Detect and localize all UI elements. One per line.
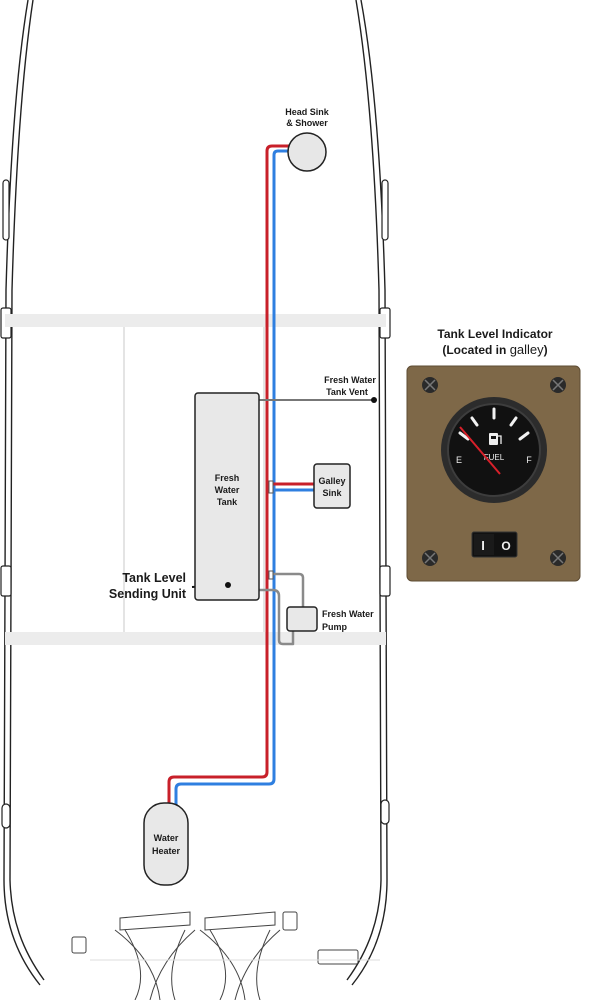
pump-label-2: Pump [322,622,348,632]
pump-label-1: Fresh Water [322,609,374,619]
gauge-ticks [458,407,530,441]
cold-water-line [174,149,292,806]
hot-water-line [167,144,292,806]
hull-stbd-inner [346,0,382,981]
indicator-title-line2: (Located in galley) [420,342,570,358]
boat-hull [3,0,388,986]
heater-label-2: Heater [152,846,181,856]
pump-supply-line [273,572,305,607]
indicator-title: Tank Level Indicator (Located in galley) [420,326,570,358]
hull-fittings [0,179,391,829]
fuel-pump-icon [489,433,502,445]
switch-on-label: I [481,538,485,553]
gauge-needle [459,426,501,475]
gauge-fuel-label: FUEL [484,453,505,462]
tank-fitting-pump [268,570,274,580]
hull-stbd-outer [351,0,388,986]
heater-label-1: Water [154,833,179,843]
tank-label-1: Fresh [215,473,240,483]
sending-unit-dot [225,582,231,588]
tank-level-indicator-panel: E F FUEL I O [406,365,581,582]
indicator-title-prefix: (Located in [442,343,510,357]
hull-port-inner [9,0,45,981]
tank-label-3: Tank [217,497,238,507]
water-heater [143,802,189,886]
gauge-full-label: F [526,455,532,465]
sending-label-1: Tank Level [122,571,186,585]
galley-sink [313,463,351,509]
galley-label-2: Sink [322,488,342,498]
tank-fitting-galley [268,480,274,494]
gauge-empty-label: E [456,455,462,465]
tank-label-2: Water [215,485,240,495]
fresh-water-pump [286,606,318,632]
vent-label-2: Tank Vent [326,387,368,397]
head-sink-label-2: & Shower [286,118,328,128]
fresh-water-tank [194,392,260,601]
vent-label-1: Fresh Water [324,375,376,385]
hull-port-outer [3,0,41,986]
plumbing-lines [167,144,374,806]
vent-endpoint [371,397,377,403]
head-sink-shower [287,132,327,172]
galley-label-1: Galley [318,476,345,486]
indicator-title-suffix: ) [543,343,548,357]
indicator-title-line1: Tank Level Indicator [437,327,553,341]
stern-drives [71,911,380,1000]
indicator-title-place: galley [509,342,544,357]
head-sink-label-1: Head Sink [285,107,330,117]
bulkheads [5,314,386,645]
switch-off-label: O [501,539,510,553]
sending-label-2: Sending Unit [109,587,187,601]
pump-return-line [259,588,295,646]
